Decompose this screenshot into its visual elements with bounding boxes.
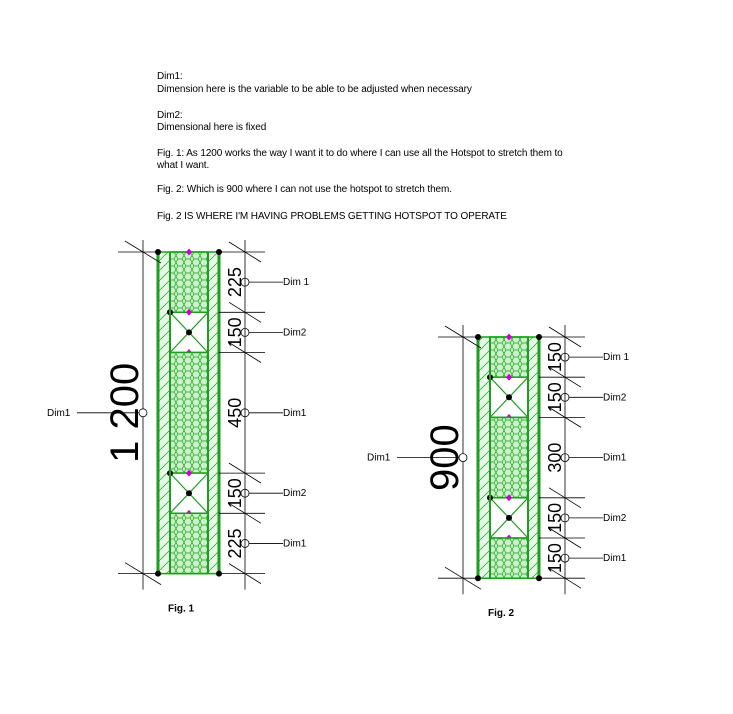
dimension-hotspot-icon — [138, 408, 148, 418]
insulation-panel — [169, 512, 209, 575]
dimension-tick — [228, 342, 262, 363]
segment-dimension-label: Dim2 — [283, 488, 307, 499]
note-fig1-line2: what I want. — [157, 160, 210, 171]
grip-diamond — [506, 333, 512, 341]
note-dim1-text: Dimension here is the variable to be abl… — [157, 84, 472, 95]
segment-dimension-label: Dim1 — [283, 408, 307, 419]
overall-dimension-label: Dim1 — [367, 453, 391, 464]
segment-dimension-value: 450 — [225, 398, 245, 428]
dimension-tick — [548, 326, 582, 348]
dimension-tick — [124, 240, 162, 264]
dimension-tick — [548, 407, 582, 428]
grip-diamond — [506, 373, 512, 381]
dimension-hotspot-icon — [458, 453, 468, 463]
note-fig2: Fig. 2: Which is 900 where I can not use… — [157, 184, 452, 195]
wall-face-left — [158, 252, 170, 574]
grip-point — [186, 490, 192, 497]
grip-point — [506, 394, 512, 401]
dimension-tick — [444, 325, 482, 349]
segment-dimension-value: 225 — [225, 528, 245, 558]
dimension-tick — [228, 502, 262, 524]
segment-dimension-value: 225 — [225, 267, 245, 297]
segment-dimension-value: 150 — [225, 478, 245, 508]
dimension-tick — [228, 563, 262, 584]
grip-diamond — [186, 469, 192, 477]
segment-dimension-label: Dim 1 — [283, 277, 310, 288]
grip-point — [506, 514, 512, 521]
segment-dimension-label: Dim2 — [603, 513, 627, 524]
grip-diamond — [186, 308, 192, 316]
insulation-panel — [169, 351, 209, 474]
dimension-tick — [548, 567, 582, 589]
note-fig1-line1: Fig. 1: As 1200 works the way I want it … — [157, 148, 563, 159]
wall-face-right — [208, 252, 219, 574]
insulation-panel — [489, 416, 529, 499]
dimension-tick — [444, 566, 482, 590]
grip-diamond — [506, 494, 512, 502]
dimension-tick — [548, 487, 582, 509]
dimension-tick — [228, 301, 262, 323]
dimension-tick — [228, 462, 262, 484]
overall-dimension-label: Dim1 — [47, 408, 71, 419]
wall-face-left — [478, 337, 490, 579]
segment-dimension-label: Dim2 — [283, 327, 307, 338]
grip-point — [186, 329, 192, 336]
note-problem: Fig. 2 IS WHERE I'M HAVING PROBLEMS GETT… — [157, 211, 507, 222]
segment-dimension-label: Dim1 — [603, 553, 627, 564]
note-dim2-text: Dimensional here is fixed — [157, 122, 267, 133]
segment-dimension-label: Dim1 — [603, 453, 627, 464]
wall-face-right — [528, 337, 539, 579]
segment-dimension-value: 150 — [225, 317, 245, 347]
segment-dimension-label: Dim2 — [603, 392, 627, 403]
figure-caption: Fig. 1 — [168, 604, 195, 615]
dimension-tick — [228, 241, 262, 263]
note-dim2-title: Dim2: — [157, 110, 183, 121]
dimension-tick — [548, 366, 582, 388]
segment-dimension-value: 150 — [545, 543, 565, 573]
note-dim1-title: Dim1: — [157, 71, 183, 82]
segment-dimension-value: 300 — [545, 443, 565, 473]
segment-dimension-label: Dim1 — [283, 538, 307, 549]
insulation-panel — [489, 336, 529, 378]
segment-dimension-value: 150 — [545, 342, 565, 372]
grip-diamond — [186, 248, 192, 256]
figure-caption: Fig. 2 — [488, 608, 515, 619]
insulation-panel — [489, 537, 529, 579]
segment-dimension-value: 150 — [545, 382, 565, 412]
segment-dimension-label: Dim 1 — [603, 352, 630, 363]
segment-dimension-value: 150 — [545, 503, 565, 533]
dimension-tick — [548, 527, 582, 549]
insulation-panel — [169, 251, 209, 314]
dimension-tick — [124, 562, 162, 585]
